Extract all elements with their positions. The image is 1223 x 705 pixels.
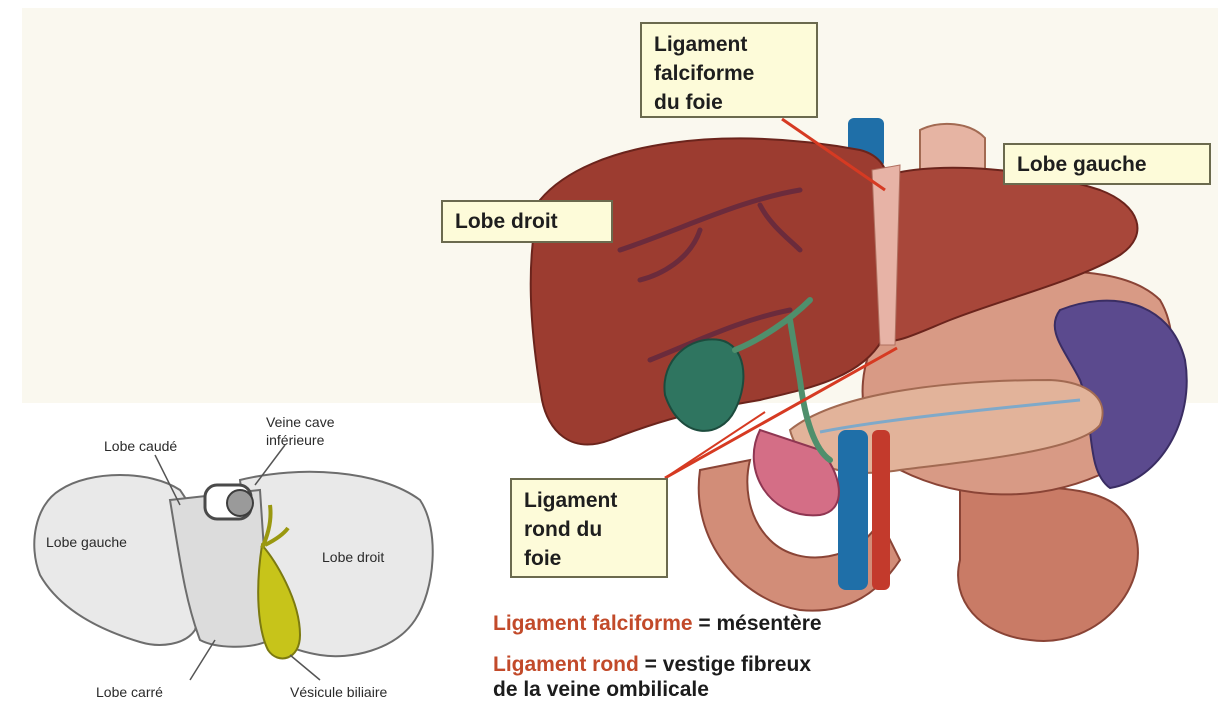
legend-def-rond: = vestige fibreux	[639, 653, 811, 676]
callout-ligament-rond: Ligament rond du foie	[510, 478, 668, 578]
aorta	[872, 430, 890, 590]
inset-label-lobe-droit: Lobe droit	[322, 548, 384, 566]
inset-vena-cava-opening	[227, 490, 253, 516]
inset-label-lobe-carre: Lobe carré	[96, 683, 163, 701]
vena-cava	[838, 430, 868, 590]
intestine-loop-right	[958, 470, 1138, 641]
legend-term-rond: Ligament rond	[493, 653, 639, 676]
inset-label-lobe-gauche: Lobe gauche	[46, 533, 127, 551]
callout-lobe-gauche: Lobe gauche	[1003, 143, 1211, 185]
inset-label-lobe-caude: Lobe caudé	[104, 437, 177, 455]
legend-line-2: Ligament rond = vestige fibreux	[493, 653, 811, 677]
inset-leader-carre	[190, 640, 215, 680]
legend-line-1: Ligament falciforme = mésentère	[493, 612, 822, 636]
inset-label-vesicule: Vésicule biliaire	[290, 683, 387, 701]
aorta-arch-top	[920, 124, 985, 170]
inset-label-veine-cave: Veine cave inférieure	[266, 413, 335, 449]
legend-line-3: de la veine ombilicale	[493, 678, 709, 702]
inset-leader-vesicule	[290, 655, 320, 680]
callout-lobe-droit: Lobe droit	[441, 200, 613, 243]
legend-term-falciforme: Ligament falciforme	[493, 612, 693, 635]
callout-ligament-falciforme: Ligament falciforme du foie	[640, 22, 818, 118]
legend-def-falciforme: = mésentère	[693, 612, 822, 635]
